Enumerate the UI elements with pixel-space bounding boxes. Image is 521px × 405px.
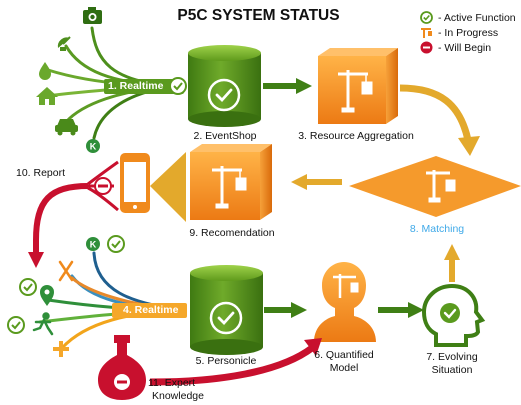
legend: - Active Function - In Progress - Will B… [420,10,516,55]
expert-knowledge-label-line2: Knowledge [152,390,204,402]
resource-aggregation-tile [318,48,398,124]
minus-circle-icon [420,41,433,54]
arrow-model-to-situation-head [408,302,424,318]
eventshop-label: 2. EventShop [193,130,257,142]
water-drop-icon [39,62,51,80]
location-pin-icon [40,285,54,306]
recomendation-to-phone-funnel [150,152,186,222]
report-label: 10. Report [16,167,66,179]
recomendation-label: 9. Recomendation [189,227,275,239]
report-minus-icon [94,177,112,195]
k-badge-bottom-icon: K [86,237,100,251]
page-title: P5C SYSTEM STATUS [177,7,340,24]
runner-check-icon [7,316,25,334]
crane-small-icon [421,28,432,38]
camera-icon [83,7,102,24]
svg-text:K: K [90,240,97,250]
bottom-input-streams [38,251,187,350]
flask-icon [98,335,146,400]
arrow-matching-to-recomendation-head [291,174,307,190]
arrow-personicle-to-model-head [291,302,307,318]
quantified-model-label-line1: 6. Quantified [314,349,374,361]
expert-knowledge-label-line1: 11. Expert [148,377,196,389]
personicle-label: 5. Personicle [195,355,257,367]
satellite-dish-icon [57,36,71,51]
evolving-situation-label-line1: 7. Evolving [426,351,478,363]
legend-active-label: - Active Function [438,11,516,24]
resource-aggregation-label: 3. Resource Aggregation [298,130,414,142]
smartphone-icon [120,153,150,213]
arrow-expert-to-model [149,345,315,386]
realtime-top-check-icon [169,77,187,95]
matching-crane-icon [426,170,456,203]
legend-active: - Active Function [420,10,516,25]
k-badge-icon: K [86,139,100,153]
quantified-model-head [314,262,376,342]
arrow-eventshop-to-aggregation-head [296,78,312,94]
quantified-model-label-line2: Model [329,362,359,374]
svg-text:K: K [90,142,97,152]
runner-icon [32,312,54,336]
legend-will-begin-label: - Will Begin [438,41,492,54]
crane-icon [338,70,373,113]
fork-knife-icon [58,260,74,282]
plus-icon [53,341,69,357]
realtime-top-label: 1. Realtime [108,80,164,92]
recomendation-crane-icon [212,166,247,209]
evolving-situation-label-line2: Situation [431,364,473,376]
personicle-cylinder [190,265,263,355]
arrow-report-down [33,183,89,255]
check-icon [420,11,433,24]
eventshop-cylinder [188,45,261,127]
realtime-bottom-banner [112,303,187,318]
legend-in-progress: - In Progress [420,25,516,40]
arrow-situation-to-matching-head [444,244,460,260]
legend-in-progress-label: - In Progress [438,26,499,39]
recomendation-tile [190,144,272,220]
legend-will-begin: - Will Begin [420,40,516,55]
house-icon [36,87,58,105]
model-crane-icon [333,274,359,298]
realtime-top-banner [104,79,184,94]
arrow-aggregation-to-matching-head [458,136,480,156]
matching-label: 8. Matching [409,223,465,235]
car-icon [55,119,78,136]
arrow-aggregation-to-matching [399,84,472,141]
realtime-bottom-label: 4. Realtime [123,304,179,316]
location-check-icon [19,278,37,296]
k-badge-check-icon [107,235,125,253]
evolving-situation-head [421,283,486,347]
arrow-report-down-head [28,252,44,268]
arrow-expert-to-model-head [304,338,322,356]
